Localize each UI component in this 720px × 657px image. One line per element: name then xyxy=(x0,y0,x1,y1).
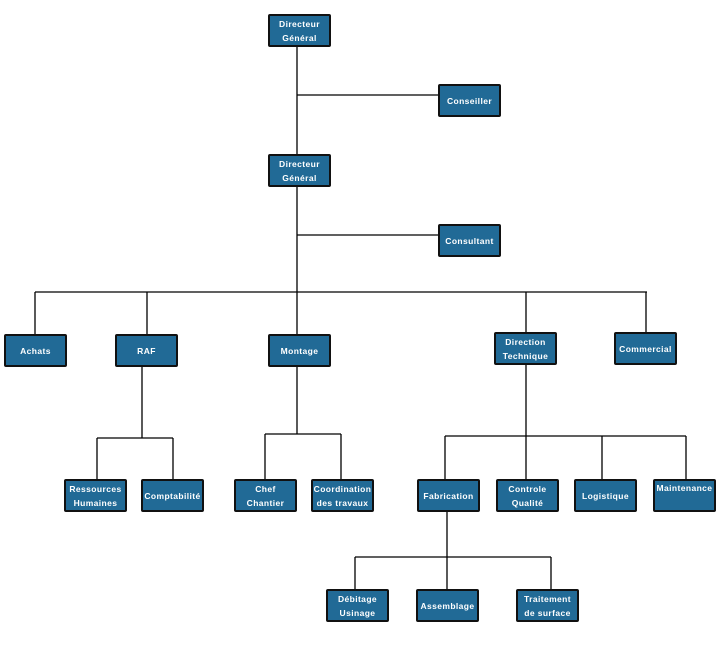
connector xyxy=(354,512,552,589)
node-direction-technique[interactable]: Direction Technique xyxy=(494,332,557,365)
node-controle-qualite[interactable]: Controle Qualité xyxy=(496,479,559,512)
node-raf[interactable]: RAF xyxy=(115,334,178,367)
node-commercial[interactable]: Commercial xyxy=(614,332,677,365)
node-fabrication[interactable]: Fabrication xyxy=(417,479,480,512)
connector xyxy=(96,367,174,479)
connector xyxy=(34,47,647,334)
node-conseiller[interactable]: Conseiller xyxy=(438,84,501,117)
node-maintenance[interactable]: Maintenance xyxy=(653,479,716,512)
node-comptabilite[interactable]: Comptabilité xyxy=(141,479,204,512)
node-logistique[interactable]: Logistique xyxy=(574,479,637,512)
node-debitage-usinage[interactable]: Débitage Usinage xyxy=(326,589,389,622)
node-directeur-general[interactable]: Directeur Général xyxy=(268,14,331,47)
node-assemblage[interactable]: Assemblage xyxy=(416,589,479,622)
node-ressources-humaines[interactable]: Ressources Humaines xyxy=(64,479,127,512)
node-achats[interactable]: Achats xyxy=(4,334,67,367)
node-montage[interactable]: Montage xyxy=(268,334,331,367)
node-chef-chantier[interactable]: Chef Chantier xyxy=(234,479,297,512)
connector xyxy=(444,365,687,479)
node-traitement-surface[interactable]: Traitement de surface xyxy=(516,589,579,622)
node-directeur-general-2[interactable]: Directeur Général xyxy=(268,154,331,187)
connector xyxy=(264,367,342,479)
node-coordination-travaux[interactable]: Coordination des travaux xyxy=(311,479,374,512)
node-consultant[interactable]: Consultant xyxy=(438,224,501,257)
